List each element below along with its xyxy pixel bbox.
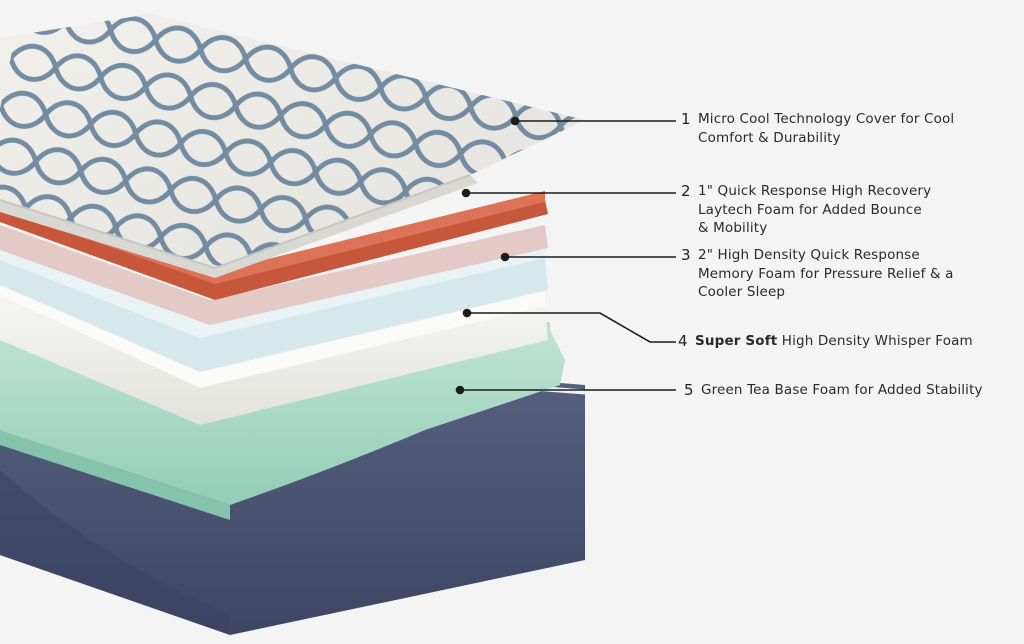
callout-dot-4 (462, 308, 472, 318)
callout-line: Laytech Foam for Added Bounce (698, 201, 922, 218)
callout-label-4: 4 Super Soft High Density Whisper Foam (678, 332, 973, 351)
pink-foam-layer (0, 225, 548, 325)
callout-number-5: 5 (684, 381, 694, 399)
callout-number-4: 4 (678, 332, 688, 350)
callout-line: Micro Cool Technology Cover for Cool (698, 111, 955, 127)
callout-line: Super Soft High Density Whisper Foam (695, 332, 973, 351)
callout-line: Memory Foam for Pressure Relief & a (698, 265, 954, 282)
callout-number-3: 3 (681, 246, 691, 264)
callout-number-2: 2 (681, 182, 691, 200)
callout-label-3: 3 2" High Density Quick Response Memory … (681, 246, 954, 302)
callout-line: Comfort & Durability (698, 129, 841, 146)
leader-lines (455, 116, 676, 395)
callout-line: Green Tea Base Foam for Added Stability (701, 382, 983, 398)
callout-label-1: 1 Micro Cool Technology Cover for Cool C… (681, 110, 955, 147)
callout-label-2: 2 1" Quick Response High Recovery Laytec… (681, 182, 932, 238)
callout-dot-5 (455, 385, 465, 395)
callout-line: Cooler Sleep (698, 284, 786, 300)
callout-label-5: 5 Green Tea Base Foam for Added Stabilit… (684, 381, 983, 400)
memory-foam-layer (0, 243, 548, 372)
callout-dot-2 (461, 188, 471, 198)
callout-dot-3 (500, 252, 510, 262)
callout-text: High Density Whisper Foam (781, 333, 973, 349)
callout-line: 2" High Density Quick Response (698, 247, 920, 263)
callout-line: & Mobility (698, 220, 768, 236)
callout-line: 1" Quick Response High Recovery (698, 183, 932, 199)
callout-bold-text: Super Soft (695, 333, 778, 349)
whisper-foam-layer (0, 280, 548, 425)
callout-dot-1 (510, 116, 520, 126)
callout-number-1: 1 (681, 110, 691, 128)
